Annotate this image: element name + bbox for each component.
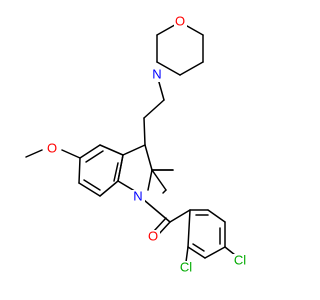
bond (187, 246, 206, 259)
bond (144, 144, 153, 171)
ethyl-linker (143, 74, 165, 146)
bond (122, 144, 146, 156)
chlorine-3-label: Cl (234, 252, 246, 267)
bond (83, 179, 101, 191)
bond (61, 149, 81, 159)
morpholine-nitrogen-label: N (152, 66, 161, 81)
bond (143, 99, 165, 119)
label-mask (174, 15, 187, 29)
bond (85, 150, 104, 163)
bond (192, 243, 205, 252)
label-mask (151, 68, 164, 82)
label-mask (146, 230, 160, 244)
morpholine-ring (156, 21, 204, 76)
methoxy-group (25, 149, 81, 159)
molecule-canvas: O N O N O Cl Cl (25, 13, 250, 275)
bond (117, 154, 124, 182)
bond (78, 157, 81, 184)
bond (224, 246, 236, 256)
atom-labels: O N O N O Cl Cl (45, 13, 250, 275)
dichlorophenyl-ring (169, 209, 226, 259)
bond (151, 169, 167, 191)
morpholine-oxygen-label: O (175, 13, 185, 28)
bond (79, 144, 101, 159)
carbonyl-oxygen-label: O (148, 228, 158, 243)
label-mask (177, 261, 196, 275)
bond (25, 149, 43, 158)
indoline-benzene-ring (78, 144, 124, 197)
bond (156, 61, 181, 76)
bond (185, 246, 189, 263)
label-mask (231, 254, 250, 268)
chlorine-bonds (185, 246, 236, 263)
bond (162, 189, 167, 194)
bond (207, 209, 226, 223)
label-mask (131, 190, 145, 204)
bond (169, 209, 191, 223)
label-mask (45, 142, 59, 156)
bond (143, 117, 146, 146)
bond (187, 209, 191, 248)
structure-diagram: O N O N O Cl Cl (25, 13, 250, 275)
bond (179, 61, 204, 76)
chlorine-2-label: Cl (180, 259, 192, 274)
bond (78, 182, 101, 197)
bond (153, 217, 167, 232)
bond (99, 144, 124, 156)
bond (99, 180, 119, 197)
bond (147, 169, 153, 191)
bond (204, 246, 226, 259)
bond (113, 162, 119, 182)
methoxy-oxygen-label: O (47, 140, 57, 155)
indoline-nitrogen-label: N (133, 188, 142, 203)
